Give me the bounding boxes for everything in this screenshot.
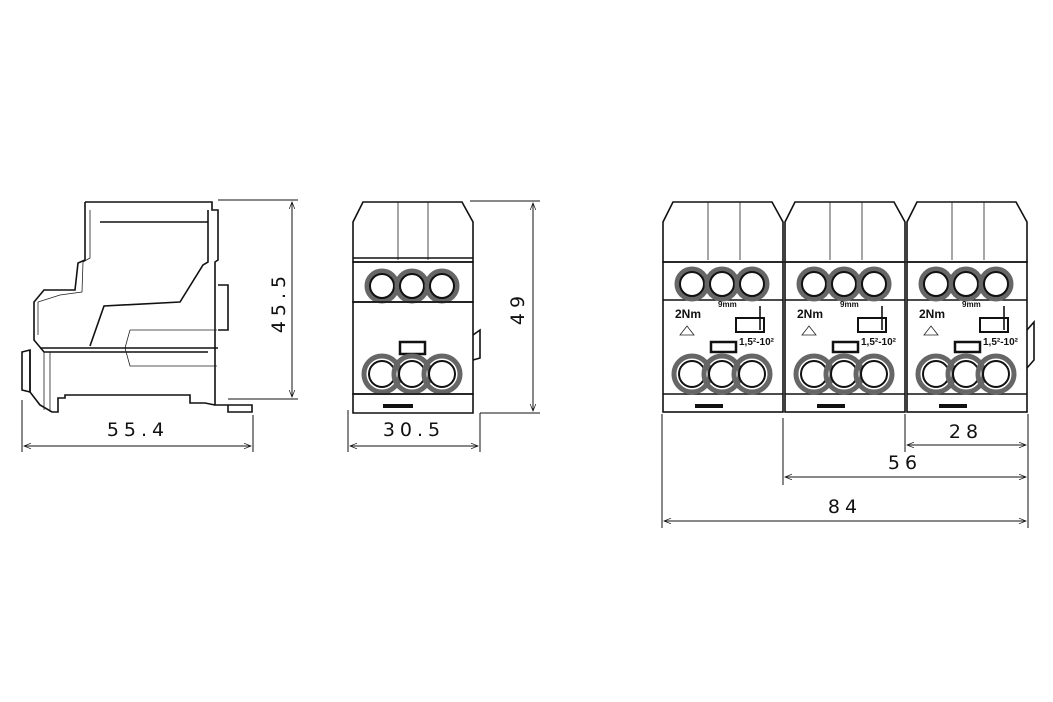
module-1: 2Nm 9mm 1,5²-10² xyxy=(662,201,784,413)
dim-front-height: 49 xyxy=(507,291,529,325)
cross-section-label: 1,5²-10² xyxy=(861,337,897,348)
torque-label: 2Nm xyxy=(675,307,701,321)
dim-pitch-single: 28 xyxy=(949,421,983,443)
dimensions: 45.5 55.4 49 30.5 28 56 84 xyxy=(21,199,1029,528)
torque-label: 2Nm xyxy=(919,307,945,321)
cross-section-label: 1,5²-10² xyxy=(739,337,775,348)
dim-side-width: 55.4 xyxy=(107,419,169,441)
assembly-view: 2Nm 9mm 1,5²-10² 2Nm 9mm 1,5²-10² xyxy=(662,201,1035,413)
dim-side-height: 45.5 xyxy=(268,271,290,333)
cross-section-label: 1,5²-10² xyxy=(983,337,1019,348)
strip-length-label: 9mm xyxy=(840,300,859,309)
strip-length-label: 9mm xyxy=(718,300,737,309)
side-view xyxy=(21,201,253,413)
front-view xyxy=(352,201,481,414)
dim-total-width: 84 xyxy=(828,496,862,518)
torque-label: 2Nm xyxy=(797,307,823,321)
dim-pitch-double: 56 xyxy=(888,452,922,474)
dim-front-width: 30.5 xyxy=(383,419,445,441)
strip-length-label: 9mm xyxy=(962,300,981,309)
module-2: 2Nm 9mm 1,5²-10² xyxy=(784,201,906,413)
module-3: 2Nm 9mm 1,5²-10² xyxy=(906,201,1035,413)
